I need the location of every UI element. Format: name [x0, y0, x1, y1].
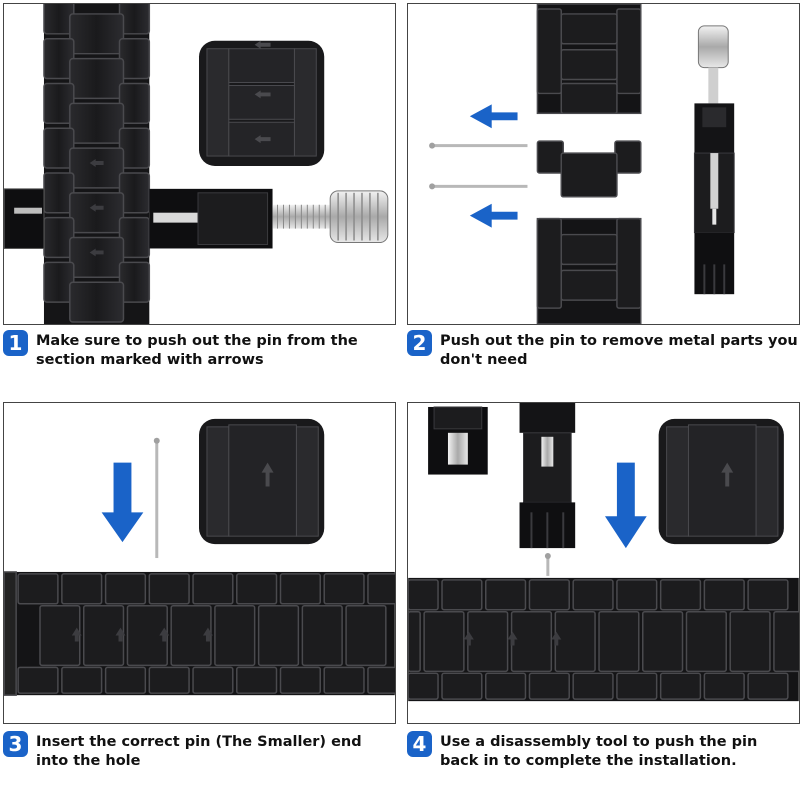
step-1-illustration [3, 3, 396, 325]
insert-pin [153, 437, 160, 559]
pin-installation-tool-vertical [519, 403, 576, 576]
step-3-illustration [3, 402, 396, 724]
step-1-number-badge: 1 [3, 330, 28, 356]
link-detail-inset [199, 40, 325, 166]
step-3-number-badge: 3 [3, 731, 28, 757]
pins [429, 142, 528, 190]
band-arrow-icons [71, 627, 213, 642]
removed-link-piece [536, 140, 642, 198]
step-4-number-badge: 4 [407, 731, 432, 757]
step-2-svg [429, 4, 735, 324]
pin-removal-tool-horizontal [4, 188, 389, 249]
step-4-caption: 4 Use a disassembly tool to push the pin… [407, 731, 800, 771]
step-2-text: Push out the pin to remove metal parts y… [440, 333, 798, 368]
tool-head-detail [428, 406, 488, 475]
step-4-illustration [407, 402, 800, 724]
step-3-caption: 3 Insert the correct pin (The Smaller) e… [3, 731, 396, 771]
link-detail-inset [658, 418, 784, 545]
band-section-bottom [536, 217, 642, 324]
step-2-illustration [407, 3, 800, 325]
step-2-caption: 2 Push out the pin to remove metal parts… [407, 330, 800, 370]
step-1-caption: 1 Make sure to push out the pin from the… [3, 330, 396, 370]
band-section-top [536, 4, 642, 115]
watch-band-horizontal [4, 571, 395, 696]
blue-arrow-icons [469, 104, 518, 228]
blue-down-arrow-icon [604, 462, 647, 549]
watch-band-horizontal [408, 577, 799, 702]
pin-removal-tool-vertical [693, 25, 735, 295]
step-4-svg [408, 403, 799, 702]
inset-up-arrow-icon [721, 462, 734, 487]
band-arrow-icons [463, 631, 562, 646]
link-detail-inset [199, 418, 325, 545]
step-1-text: Make sure to push out the pin from the s… [36, 333, 358, 368]
step-3-text: Insert the correct pin (The Smaller) end… [36, 734, 362, 769]
step-4-text: Use a disassembly tool to push the pin b… [440, 734, 758, 769]
step-1-svg [4, 4, 389, 324]
step-2-number-badge: 2 [407, 330, 432, 356]
step-3-svg [4, 418, 395, 696]
link-arrow-icons [89, 159, 104, 257]
inset-up-arrow-icon [261, 462, 274, 487]
blue-down-arrow-icon [101, 462, 144, 543]
watch-band-vertical [43, 4, 151, 324]
inset-arrow-icons [254, 40, 271, 144]
